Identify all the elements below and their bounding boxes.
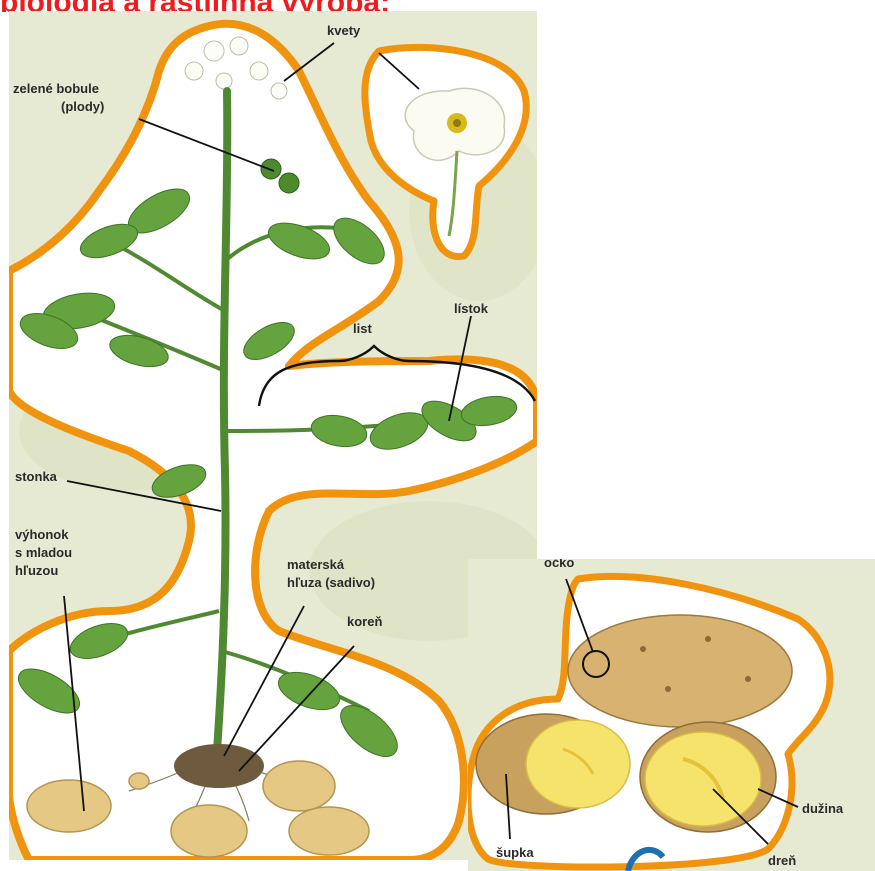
label-zelene-bobule: zelené bobule <box>13 81 99 97</box>
tuber-diagram: očko šupka dužina dreň <box>468 559 875 871</box>
label-koren: koreň <box>347 614 382 630</box>
whole-potato-icon <box>568 615 792 727</box>
label-stonka: stonka <box>15 469 57 485</box>
label-supka: šupka <box>496 845 534 861</box>
label-listok: lístok <box>454 301 488 317</box>
mother-tuber-icon <box>174 744 264 788</box>
potato-half-right-icon <box>640 722 776 832</box>
potato-half-left-icon <box>476 714 630 814</box>
label-s-mladou: s mladou <box>15 545 72 561</box>
plant-diagram: kvety zelené bobule (plody) lístok list … <box>9 11 537 860</box>
plant-illustration <box>9 11 537 860</box>
label-vyhonok: výhonok <box>15 527 68 543</box>
label-plody: (plody) <box>61 99 104 115</box>
label-ocko: očko <box>544 559 574 571</box>
label-dren: dreň <box>768 853 796 869</box>
label-kvety: kvety <box>327 23 360 39</box>
label-list: list <box>353 321 372 337</box>
tuber-illustration <box>468 559 875 871</box>
label-duzina: dužina <box>802 801 843 817</box>
label-hluza-sadivo: hľuza (sadivo) <box>287 575 375 591</box>
label-materska: materská <box>287 557 344 573</box>
label-hluzou: hľuzou <box>15 563 58 579</box>
